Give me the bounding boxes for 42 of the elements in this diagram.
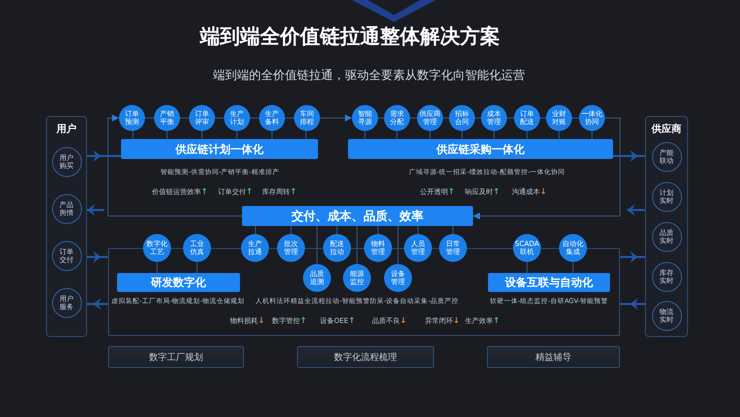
chevron-arrow [87,150,121,162]
connector-line [196,262,198,274]
category-banner: 供应链计划一体化 [121,139,318,159]
footer-box: 数字化流程梳理 [297,346,434,368]
connector-line [316,226,318,264]
goal-banner: 交付、成本、品质、效率 [242,206,473,226]
panel-heading: 用户 [56,124,76,136]
connector-line [166,130,168,140]
side-panel [645,116,688,337]
connector-line [336,226,338,234]
connector-line [526,130,528,140]
chevron-arrow [620,298,645,310]
connector-line [132,130,134,140]
connector-line [572,262,574,274]
connector-line [156,262,158,274]
chevron-arrow [627,204,645,216]
subtitle: 端到端的全价值链拉通，驱动全要素从数字化向智能化运营 [213,68,525,82]
flow-arrow [108,114,242,216]
chevron-arrow [620,251,645,263]
category-banner: 设备互联与自动化 [488,273,610,292]
category-banner: 供应链采购一体化 [348,139,613,159]
chevron-arrow [87,298,108,310]
connector-line [255,226,256,234]
title: 端到端全价值链拉通整体解决方案 [200,24,500,48]
connector-line [364,130,366,140]
footer-box: 数字工厂规划 [108,346,244,368]
flow-arrow [472,118,620,220]
flow-arrow [320,114,352,122]
side-panel [46,116,87,337]
connector-line [290,226,292,234]
chevron-arrow [613,150,645,162]
chevron-arrow [87,204,104,216]
category-banner: 研发数字化 [117,273,240,292]
chevron-arrow [87,251,108,263]
footer-box: 精益辅导 [487,346,620,368]
connector-line [356,226,358,264]
connector-line [236,130,238,140]
connector-line [452,226,454,234]
connector-line [558,130,560,140]
connector-line [396,130,398,140]
connector-line [526,262,528,274]
panel-heading: 供应商 [652,124,682,136]
